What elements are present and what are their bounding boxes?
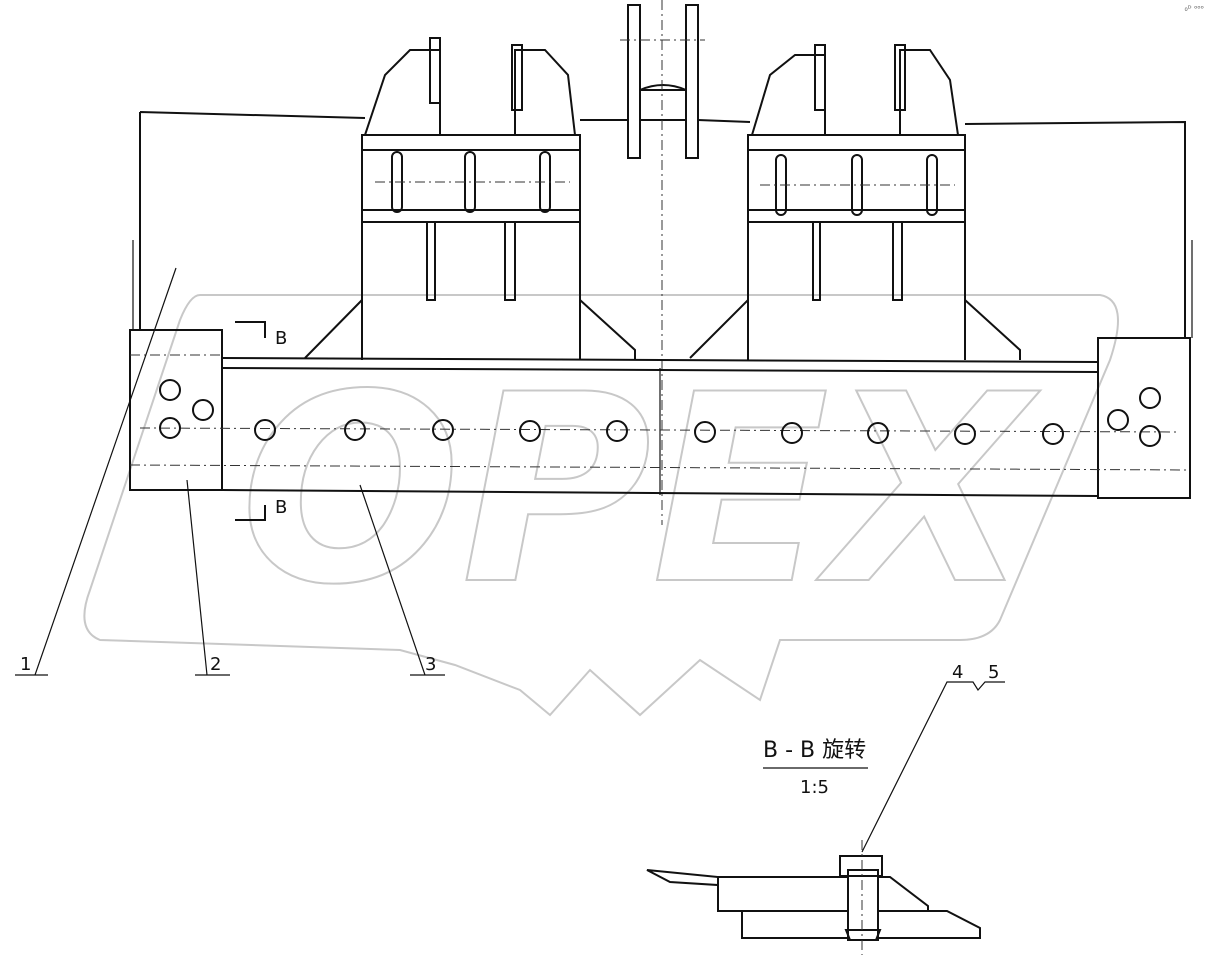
left-bracket (304, 37, 636, 360)
svg-text:1: 1 (20, 654, 31, 675)
section-mark-top: B (235, 321, 287, 349)
center-hook (620, 0, 705, 525)
section-title: B - B 旋转 (763, 738, 866, 763)
svg-text:5: 5 (988, 662, 999, 683)
right-bracket (689, 44, 1021, 360)
section-view-title: B - B 旋转 1:5 (763, 738, 868, 798)
svg-text:3: 3 (425, 654, 436, 675)
top-plate (132, 111, 1193, 338)
corner-text: ₀ᴰ ᵒᵒᵒ (1184, 4, 1204, 13)
section-scale: 1:5 (800, 777, 829, 798)
svg-text:4: 4 (952, 662, 963, 683)
section-mark-bottom: B (235, 497, 287, 521)
section-letter: B (275, 328, 287, 349)
section-view-b-b (646, 840, 981, 955)
callout-3: 3 (359, 484, 445, 676)
callout-2: 2 (186, 479, 230, 676)
callout-1: 1 (15, 267, 177, 676)
callout-4-5: 4 5 (861, 662, 1005, 853)
section-letter: B (275, 497, 287, 518)
svg-text:2: 2 (210, 654, 221, 675)
bolt-holes (159, 379, 1161, 447)
